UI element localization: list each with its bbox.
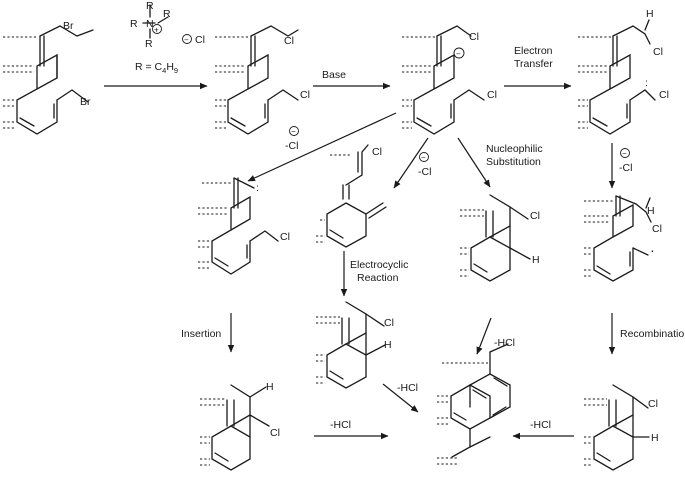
label-electron-transfer-1: Electron: [514, 45, 553, 57]
insertion-product: [200, 384, 270, 471]
atom-cl-side-4: Cl: [659, 89, 669, 101]
atom-cl-top-3: Cl: [469, 31, 479, 43]
minus-circle-diradical: [620, 148, 630, 158]
arrow-to-carbene: [247, 112, 397, 182]
atom-h-insertion: H: [266, 381, 274, 393]
minus-circle-xylylene: [419, 152, 429, 162]
electrocyclization-product: [316, 301, 386, 389]
substitution-product: [460, 194, 531, 282]
diradical-intermediate: [578, 19, 656, 135]
carbene-lone-pair: :: [256, 182, 259, 194]
label-electrocyclic-2: Reaction: [357, 272, 399, 284]
label-minus-cl-xylylene: -Cl: [418, 166, 431, 178]
label-base: Base: [322, 69, 346, 81]
atom-cl-insertion: Cl: [270, 427, 280, 439]
arrow-nucleophilic: [457, 137, 491, 188]
atom-cl-recombination: Cl: [648, 398, 658, 410]
atom-br-top: Br: [63, 20, 74, 32]
atom-cl-xylylene: Cl: [372, 146, 382, 158]
label-nucleophilic-2: Substitution: [486, 156, 541, 168]
recombination-product: [584, 384, 650, 471]
reagent-minus-charge: −: [184, 36, 189, 45]
label-electron-transfer-2: Transfer: [514, 58, 553, 70]
label-minus-cl-diradical: -Cl: [619, 162, 632, 174]
xylylene-minus-charge: −: [421, 153, 426, 162]
atom-cl-side-2: Cl: [300, 89, 310, 101]
reagent-r-right: R: [163, 8, 171, 20]
label-nucleophilic-1: Nucleophilic: [486, 143, 543, 155]
reagent-nitrogen: N: [146, 18, 154, 30]
radical-pair-intermediate: [584, 195, 652, 282]
label-hcl-electrocyclic: -HCl: [397, 382, 418, 394]
atom-cl-radical: Cl: [652, 223, 662, 235]
atom-br-bottom: Br: [80, 96, 91, 108]
arrow-hcl-substitution: [476, 317, 492, 355]
carbanion-intermediate: [402, 25, 485, 135]
atom-cl-electrocyclic: Cl: [384, 317, 394, 329]
label-recombination: Recombination: [620, 328, 685, 340]
reagent-plus-charge: +: [154, 26, 159, 35]
atom-cl-side-3: Cl: [487, 89, 497, 101]
atom-cl-substitution: Cl: [530, 210, 540, 222]
starting-material-bis-bromide: [3, 25, 94, 135]
atom-h-radical: H: [647, 205, 655, 217]
atom-h-4: H: [646, 8, 654, 20]
radical-dot-2: ·: [650, 242, 655, 258]
atom-h-substitution: H: [532, 254, 540, 266]
label-hcl-substitution: -HCl: [494, 337, 515, 349]
atom-cl-top-4: Cl: [653, 46, 663, 58]
arrow-to-xylylene: [393, 137, 429, 189]
carbene-minus-charge: −: [291, 127, 296, 136]
minus-circle-carbene: [289, 126, 299, 136]
reagent-chloride: Cl: [195, 34, 205, 46]
bis-chloride-intermediate: [215, 25, 299, 135]
atom-cl-top-2: Cl: [284, 35, 294, 47]
reagent-ammonium-salt: [142, 4, 192, 44]
arrow-hcl-electrocyclic: [382, 383, 419, 413]
atom-cl-carbene: Cl: [280, 231, 290, 243]
final-naphthalene-product: [437, 343, 511, 465]
carbene-intermediate: [198, 177, 279, 275]
atom-h-electrocyclic: H: [384, 339, 392, 351]
label-minus-cl-carbene: -Cl: [285, 140, 298, 152]
reagent-r-left: R: [130, 18, 138, 30]
diradical-minus-charge: −: [622, 149, 627, 158]
reagent-r-definition: R = C4H9: [135, 61, 178, 75]
label-insertion: Insertion: [181, 328, 221, 340]
label-electrocyclic-1: Electrocyclic: [350, 259, 408, 271]
atom-h-recombination: H: [651, 432, 659, 444]
reagent-r-bottom: R: [145, 38, 153, 50]
carbanion-minus-charge: −: [456, 50, 461, 59]
xylylene-intermediate: [316, 144, 387, 248]
label-hcl-recombination: -HCl: [530, 419, 551, 431]
reagent-r-top: R: [146, 0, 154, 12]
label-hcl-insertion: -HCl: [330, 419, 351, 431]
radical-dot-4: :: [645, 77, 648, 89]
